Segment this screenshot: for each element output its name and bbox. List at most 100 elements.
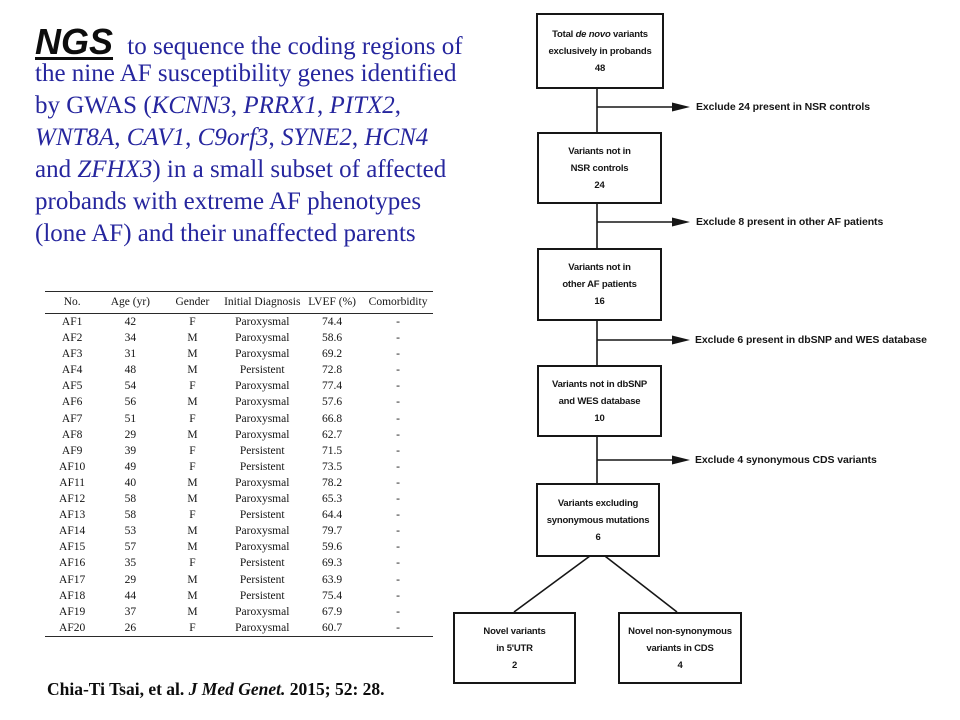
table-cell: -: [396, 541, 400, 554]
box-count: 10: [594, 410, 604, 427]
table-cell: 54: [124, 380, 137, 393]
text-segment: ,: [230, 92, 244, 119]
box-title-line: other AF patients: [562, 276, 637, 293]
table-cell: 73.5: [322, 460, 343, 473]
exclusion-label-dbsnp-wes: Exclude 6 present in dbSNP and WES datab…: [695, 333, 927, 346]
table-cell: F: [189, 509, 196, 522]
table-cell: -: [396, 573, 400, 586]
intro-line-2: the nine AF susceptibility genes identif…: [35, 58, 463, 90]
table-cell: 35: [124, 557, 137, 570]
table-cell: M: [187, 348, 198, 361]
table-cell: -: [396, 428, 400, 441]
text-segment: SYNE2: [281, 124, 352, 151]
box-title-line: Novel non-synonymous: [628, 623, 732, 640]
table-cell: AF15: [59, 541, 86, 554]
table-cell: M: [187, 525, 198, 538]
table-cell: 37: [124, 605, 137, 618]
text-segment: and: [35, 156, 78, 183]
column-header-lvef: LVEF (%): [301, 291, 364, 314]
box-count: 6: [595, 529, 600, 546]
table-cell: -: [396, 476, 400, 489]
box-title-line: exclusively in probands: [548, 43, 651, 60]
text-segment: NSR controls: [570, 162, 629, 174]
table-cell: F: [189, 557, 196, 570]
table-cell: M: [187, 476, 198, 489]
intro-paragraph: NGS to sequence the coding regions of th…: [35, 24, 463, 250]
box-count: 4: [677, 657, 682, 674]
table-cell: -: [396, 621, 400, 634]
table-cell: Paroxysmal: [235, 428, 290, 441]
table-cell: Paroxysmal: [235, 348, 290, 361]
text-segment: ZFHX3: [77, 156, 153, 183]
table-cell: 58.6: [322, 332, 343, 345]
table-cell: AF5: [61, 380, 83, 393]
arrowhead-icon: [672, 102, 690, 112]
table-cell: 64.4: [322, 509, 343, 522]
table-cell: M: [187, 589, 198, 602]
text-segment: and WES database: [558, 395, 641, 407]
box-title-line: in 5'UTR: [496, 640, 533, 657]
flowchart-box-excluding-synonymous: Variants excluding synonymous mutations …: [536, 483, 660, 557]
flowchart-box-not-nsr: Variants not in NSR controls 24: [537, 132, 662, 204]
text-segment: variants: [610, 28, 648, 40]
text-segment: Novel variants: [483, 625, 546, 637]
table-cell: F: [189, 380, 196, 393]
patient-table: No. Age (yr) Gender Initial Diagnosis LV…: [45, 291, 433, 637]
column-header-gender: Gender: [161, 291, 224, 314]
table-cell: AF20: [59, 621, 86, 634]
flowchart-box-total-variants: Total de novo variants exclusively in pr…: [536, 13, 664, 89]
arrowhead-icon: [672, 335, 690, 345]
table-cell: 58: [124, 493, 137, 506]
text-segment: de novo: [575, 28, 611, 40]
table-cell: 31: [124, 348, 137, 361]
table-cell: 60.7: [322, 621, 343, 634]
intro-line-1-text: to sequence the coding regions of: [121, 33, 462, 60]
table-cell: 29: [124, 428, 137, 441]
table-cell: AF14: [59, 525, 86, 538]
table-cell: Persistent: [239, 509, 285, 522]
exclusion-label-other-af: Exclude 8 present in other AF patients: [696, 215, 884, 228]
text-segment: in 5'UTR: [496, 642, 533, 654]
text-segment: PRRX1: [243, 92, 317, 119]
text-segment: 6: [595, 531, 601, 543]
table-cell: -: [396, 380, 400, 393]
table-cell: 72.8: [322, 364, 343, 377]
text-segment: CAV1: [126, 124, 186, 151]
table-cell: 56: [124, 396, 137, 409]
table-cell: 71.5: [322, 444, 343, 457]
table-cell: 44: [124, 589, 137, 602]
table-cell: -: [396, 396, 400, 409]
flowchart-box-novel-cds: Novel non-synonymous variants in CDS 4: [618, 612, 742, 684]
intro-line-5: and ZFHX3) in a small subset of affected: [35, 154, 463, 186]
text-segment: ,: [351, 124, 365, 151]
flowchart-box-not-dbsnp: Variants not in dbSNP and WES database 1…: [537, 365, 662, 437]
table-cell: -: [396, 493, 400, 506]
box-title-line: NSR controls: [571, 160, 629, 177]
text-segment: KCNN3: [151, 92, 231, 119]
table-cell: Paroxysmal: [235, 493, 290, 506]
text-segment: by GWAS (: [35, 92, 152, 119]
table-cell: 57: [124, 541, 137, 554]
box-count: 16: [594, 293, 604, 310]
text-segment: 2: [511, 659, 518, 671]
table-cell: Persistent: [239, 364, 285, 377]
table-cell: 69.3: [322, 557, 343, 570]
text-segment: synonymous mutations: [546, 514, 650, 526]
table-cell: M: [187, 364, 198, 377]
table-cell: 29: [124, 573, 137, 586]
table-cell: 67.9: [322, 605, 343, 618]
table-cell: M: [187, 332, 198, 345]
table-cell: Paroxysmal: [235, 476, 290, 489]
table-cell: AF7: [61, 412, 83, 425]
